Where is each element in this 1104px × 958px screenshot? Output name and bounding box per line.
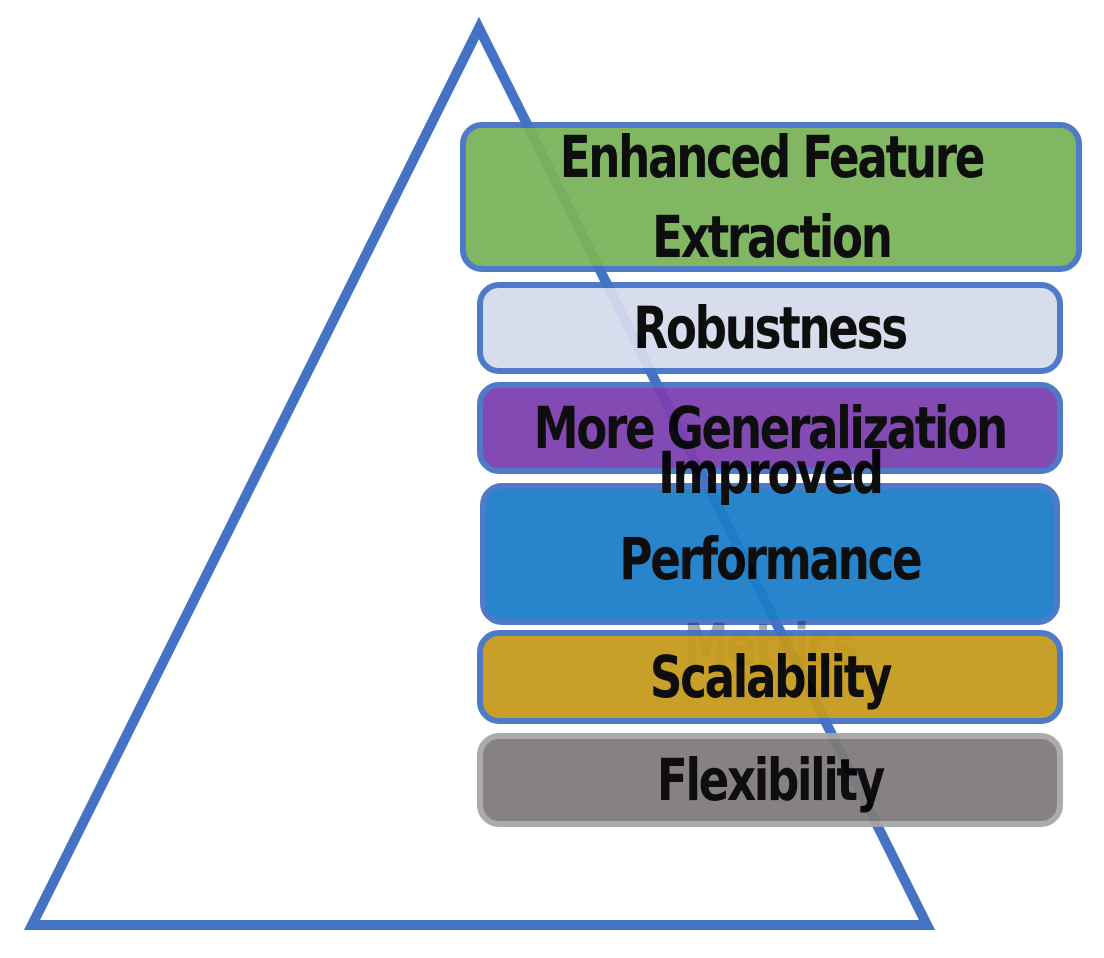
block-label: Enhanced Feature Extraction bbox=[559, 117, 985, 277]
block-scalability: Scalability bbox=[477, 630, 1063, 724]
block-label: Scalability bbox=[649, 637, 893, 717]
label-line: Performance bbox=[619, 525, 923, 593]
block-improved-performance-metrics: Improved Performance Metrics bbox=[480, 439, 1060, 679]
block-flexibility: Flexibility bbox=[477, 733, 1063, 827]
block-label: More Generalization bbox=[533, 388, 1009, 468]
block-robustness: Robustness bbox=[477, 282, 1063, 374]
pyramid-triangle bbox=[23, 16, 936, 930]
block-more-generalization: More Generalization bbox=[477, 382, 1063, 474]
label-line: Robustness bbox=[633, 294, 909, 362]
label-line: More Generalization bbox=[533, 394, 1009, 462]
block-label: Improved Performance Metrics bbox=[619, 430, 923, 688]
block-label: Robustness bbox=[633, 288, 909, 368]
label-line: Enhanced Feature bbox=[559, 123, 985, 191]
label-line: Extraction bbox=[651, 203, 893, 271]
block-label: Flexibility bbox=[656, 740, 885, 820]
block-enhanced-feature-extraction: Enhanced Feature Extraction bbox=[460, 122, 1082, 272]
label-line: Improved bbox=[658, 439, 884, 507]
label-line: Flexibility bbox=[656, 746, 885, 814]
label-line: Scalability bbox=[649, 643, 893, 711]
